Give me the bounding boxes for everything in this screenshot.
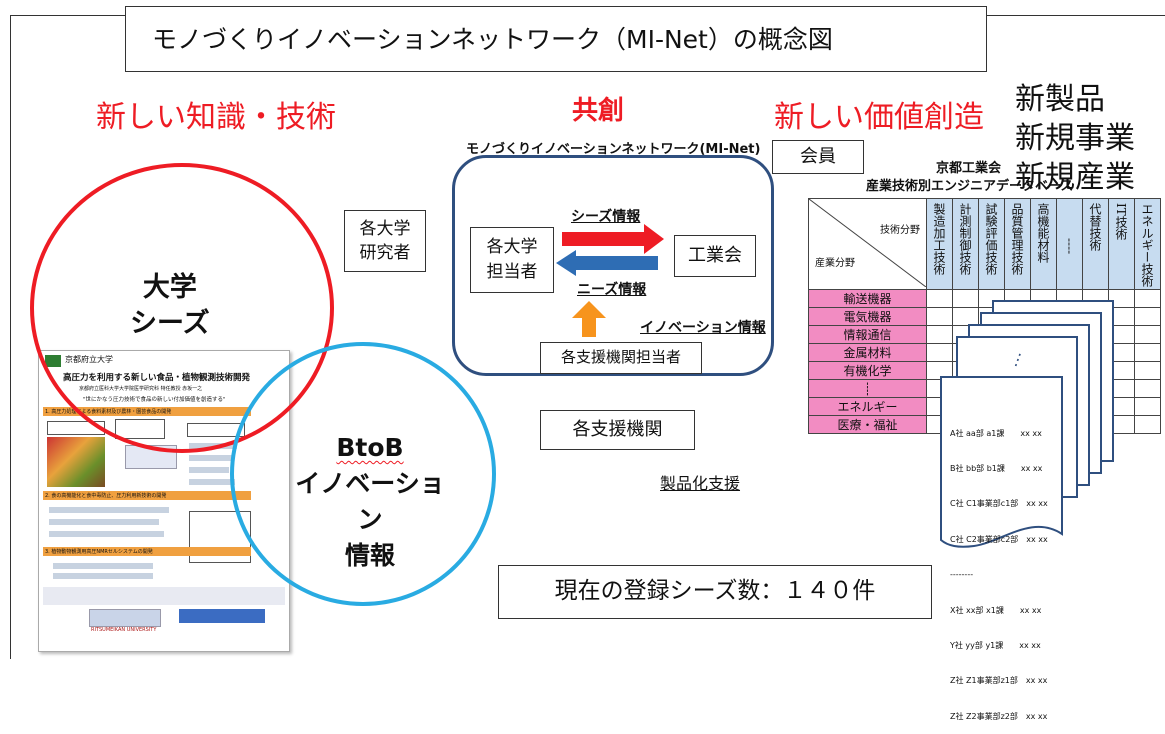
table-row: ┊: [808, 379, 1161, 398]
univ-seeds-line-1: 大学: [142, 272, 197, 303]
university-staff-box: 各大学 担当者: [470, 227, 554, 293]
support-staff-box: 各支援機関担当者: [540, 342, 702, 374]
column-header: IT技術: [1108, 198, 1135, 290]
column-header: 試験評価技術: [978, 198, 1005, 290]
flyer-section-bar-2: [43, 491, 251, 500]
list-item: C社 C1事業部c1部 xx xx: [950, 499, 1048, 509]
univ-seeds-line-2: シーズ: [130, 308, 210, 339]
row-header: ┊: [808, 379, 927, 398]
flyer-footer-univ: RITSUMEIKAN UNIVERSITY: [91, 627, 157, 633]
table-corner: 技術分野 産業分野: [808, 198, 927, 290]
row-header: エネルギー: [808, 397, 927, 416]
needs-arrow: [556, 250, 658, 276]
column-header: 計測制御技術: [952, 198, 979, 290]
table-cell: [952, 307, 979, 326]
row-header: 電気機器: [808, 307, 927, 326]
table-cell: [1134, 379, 1161, 398]
registered-seeds-count: 現在の登録シーズ数：１４０件: [498, 565, 932, 619]
flyer-footer-banner: [179, 609, 265, 623]
univ-researcher-line-1: 各大学: [359, 219, 411, 239]
new-knowledge-heading: 新しい知識・技術: [96, 100, 336, 135]
table-cell: [1134, 307, 1161, 326]
member-box: 会員: [772, 140, 864, 174]
page-title: モノづくりイノベーションネットワーク（MI-Net）の概念図: [125, 6, 987, 72]
row-header: 有機化学: [808, 361, 927, 380]
btob-label: BtoB イノベーション 情報: [290, 430, 450, 574]
university-researcher-box: 各大学 研究者: [344, 210, 426, 272]
btob-line-2: イノベーション: [295, 469, 445, 534]
innovation-info-label: イノベーション情報: [640, 320, 766, 336]
list-item: C社 C2事業部c2部 xx xx: [950, 534, 1048, 544]
productization-support-label: 製品化支援: [660, 474, 741, 493]
table-cell: [1134, 289, 1161, 308]
corner-bottom-label: 産業分野: [815, 258, 855, 269]
btob-innovation-circle: [230, 342, 496, 606]
list-item: Z社 Z1事業部z1部 xx xx: [950, 676, 1048, 686]
column-header: 代替技術: [1082, 198, 1109, 290]
table-cell: [926, 307, 953, 326]
univ-staff-line-2: 担当者: [486, 262, 538, 282]
network-title: モノづくりイノベーションネットワーク(MI-Net): [466, 142, 761, 157]
outcome-new-product: 新製品: [1015, 82, 1105, 117]
engineer-database-table: 技術分野 産業分野 製造加工技術 計測制御技術 試験評価技術 品質管理技術 高機…: [808, 198, 1161, 434]
list-item: Z社 Z2事業部z2部 xx xx: [950, 711, 1048, 721]
list-item: B社 bb部 b1課 xx xx: [950, 463, 1043, 473]
db-title-kyoto: 京都工業会: [936, 161, 1002, 176]
db-title-engineer: 産業技術別エンジニアデータベース: [866, 179, 1074, 194]
seeds-arrow: [562, 224, 664, 254]
table-cell: [1134, 397, 1161, 416]
outcomes-list: 新製品 新規事業 新規産業: [1015, 80, 1135, 197]
table-cell: [1134, 325, 1161, 344]
table-cell: [926, 289, 953, 308]
outcome-new-business: 新規事業: [1015, 121, 1135, 156]
row-header: 輸送機器: [808, 289, 927, 308]
list-item: X社 xx部 x1課 xx xx: [950, 605, 1042, 615]
list-item: Y社 yy部 y1課 xx xx: [950, 640, 1041, 650]
column-header: ----: [1056, 198, 1083, 290]
flyer-section-bar-3: [43, 547, 251, 556]
outcome-new-industry: 新規産業: [1015, 160, 1135, 195]
column-header: 品質管理技術: [1004, 198, 1031, 290]
table-cell: [1134, 343, 1161, 362]
co-creation-heading: 共創: [572, 96, 625, 126]
flyer-footer-box: [89, 609, 161, 627]
table-cell: [1134, 361, 1161, 380]
food-photo: [47, 437, 105, 487]
column-header: 製造加工技術: [926, 198, 953, 290]
document-front: [940, 376, 1063, 548]
list-item: A社 aa部 a1課 xx xx: [950, 428, 1042, 438]
document-entries: A社 aa部 a1課 xx xx B社 bb部 b1課 xx xx C社 C1事…: [950, 404, 1048, 734]
industry-association-box: 工業会: [674, 235, 756, 277]
table-cell: [1134, 415, 1161, 434]
up-arrow: [572, 301, 606, 337]
new-value-heading: 新しい価値創造: [774, 100, 984, 135]
corner-top-label: 技術分野: [880, 225, 920, 236]
table-cell: [926, 325, 953, 344]
column-header: 高機能材料: [1030, 198, 1057, 290]
list-item: --------: [950, 570, 974, 580]
row-header: 医療・福祉: [808, 415, 927, 434]
flyer-section-3: 3. 植物動物観測用高圧NMRセルシステムの開発: [45, 549, 153, 555]
flyer-contact: [43, 587, 285, 605]
column-header: エネルギー技術: [1134, 198, 1161, 290]
support-organizations-box: 各支援機関: [540, 410, 695, 450]
university-seeds-label: 大学 シーズ: [130, 270, 210, 342]
seeds-info-label: シーズ情報: [571, 209, 641, 225]
table-cell: [952, 289, 979, 308]
needs-info-label: ニーズ情報: [577, 282, 647, 298]
btob-line-3: 情報: [344, 541, 395, 570]
university-seeds-circle: [30, 163, 334, 453]
flyer-section-2: 2. 食の高機能化と食中毒防止、圧力利用新技術の開発: [45, 493, 167, 499]
row-header: 金属材料: [808, 343, 927, 362]
btob-line-1: BtoB: [336, 433, 404, 462]
univ-staff-line-1: 各大学: [486, 237, 538, 257]
row-header: 情報通信: [808, 325, 927, 344]
univ-researcher-line-2: 研究者: [359, 243, 411, 263]
table-cell: [926, 343, 953, 362]
